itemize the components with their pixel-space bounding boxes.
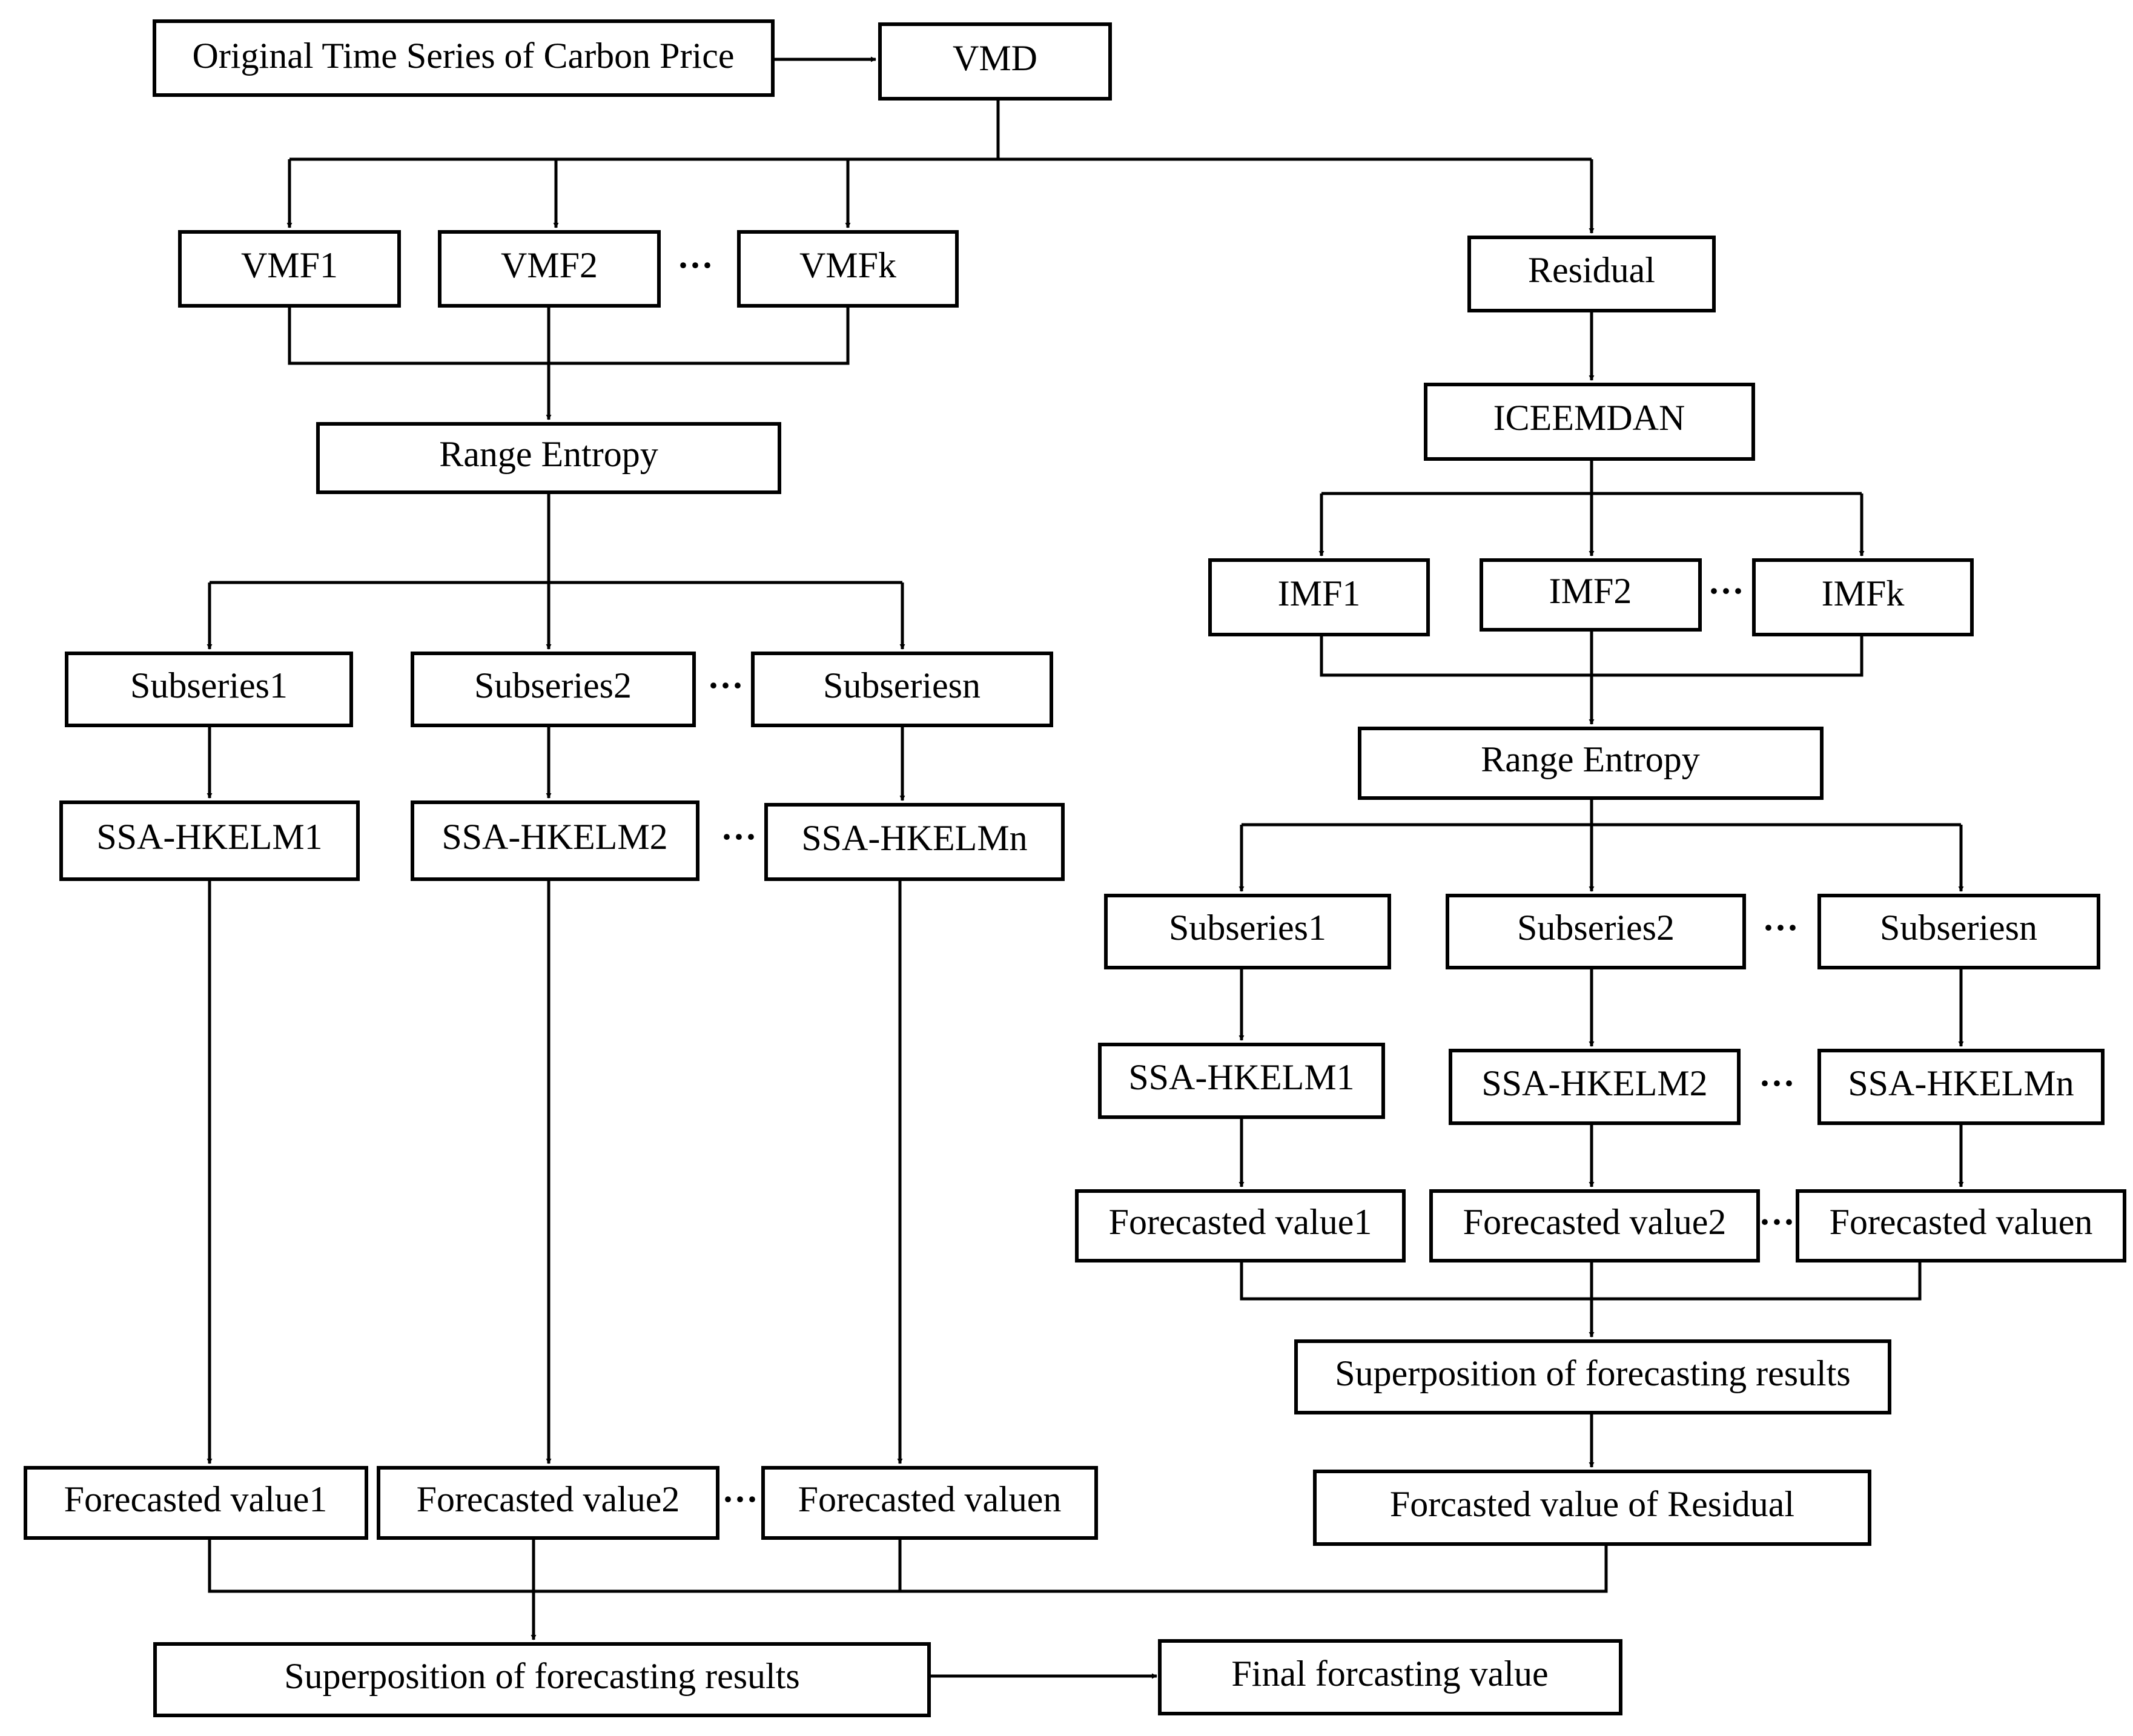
label-left-sub2: Subseries2 [474,665,632,705]
box-vmd [878,22,1112,101]
label-vmf1: VMF1 [241,245,338,285]
line-vmf-merge [288,306,850,365]
label-range-entropy-right: Range Entropy [1481,739,1700,779]
box-vmfk [737,230,959,308]
box-range-entropy-right [1358,727,1824,800]
label-imf2: IMF2 [1549,571,1632,611]
box-left-fv2 [377,1466,719,1540]
box-left-subn [751,652,1053,727]
label-residual: Residual [1528,250,1655,290]
label-left-ssan: SSA-HKELMn [801,818,1027,858]
box-final-value [1158,1639,1622,1715]
label-left-ssa2: SSA-HKELM2 [441,817,667,857]
label-right-fv1: Forecasted value1 [1109,1202,1372,1242]
box-left-sub1 [65,652,353,727]
box-left-ssa1 [59,800,360,881]
box-right-sub2 [1446,894,1746,969]
box-left-sub2 [411,652,696,727]
box-vmf2 [438,230,661,308]
label-range-entropy-left: Range Entropy [439,434,658,474]
box-final-superposition [153,1642,931,1717]
ellipsis-right-fv: ··· [1759,1202,1795,1242]
box-left-ssan [764,803,1065,881]
box-right-fv1 [1075,1189,1406,1262]
ellipsis-imf: ··· [1708,571,1744,611]
box-right-subn [1817,894,2100,969]
label-right-ssan: SSA-HKELMn [1848,1063,2074,1103]
box-right-ssa2 [1449,1049,1741,1125]
box-iceemdan [1424,383,1755,461]
ellipsis-left-ssa: ··· [721,817,757,857]
box-left-ssa2 [411,800,699,881]
box-residual [1467,236,1716,312]
box-imf1 [1208,558,1430,636]
label-vmfk: VMFk [799,245,896,285]
box-right-fv2 [1429,1189,1760,1262]
label-left-fv1: Forecasted value1 [64,1479,328,1519]
label-left-fvn: Forecasted valuen [798,1479,1062,1519]
box-right-ssan [1817,1049,2105,1125]
ellipsis-left-sub: ··· [707,665,744,705]
label-right-fv2: Forecasted value2 [1463,1202,1727,1242]
label-final-superposition: Superposition of forecasting results [284,1656,800,1696]
label-right-superposition: Superposition of forecasting results [1335,1353,1851,1393]
label-right-sub1: Subseries1 [1169,908,1326,948]
label-original: Original Time Series of Carbon Price [193,36,735,76]
label-right-sub2: Subseries2 [1517,908,1675,948]
label-final-value: Final forcasting value [1231,1654,1548,1694]
box-imf2 [1480,558,1702,632]
label-left-fv2: Forecasted value2 [417,1479,680,1519]
ellipsis-right-sub: ··· [1762,908,1799,948]
ellipsis-left-fv: ··· [722,1479,758,1519]
line-right-fv-merge [1240,1261,1922,1301]
line-final-merge [208,1538,1608,1593]
ellipsis-right-ssa: ··· [1759,1063,1795,1103]
label-right-ssa2: SSA-HKELM2 [1481,1063,1707,1103]
label-right-fvn: Forecasted valuen [1830,1202,2093,1242]
label-imf1: IMF1 [1278,573,1361,613]
box-imfk [1752,558,1974,636]
label-residual-forecast: Forcasted value of Residual [1390,1484,1794,1524]
nodes: Original Time Series of Carbon Price VMD… [24,19,2126,1717]
label-left-subn: Subseriesn [823,665,981,705]
box-residual-forecast [1313,1470,1871,1546]
label-vmd: VMD [953,38,1037,78]
ellipsis-vmf: ··· [677,245,713,285]
box-right-ssa1 [1098,1043,1385,1119]
label-right-subn: Subseriesn [1880,908,2037,948]
label-left-ssa1: SSA-HKELM1 [96,817,322,857]
box-vmf1 [178,230,401,308]
label-right-ssa1: SSA-HKELM1 [1128,1057,1354,1097]
label-vmf2: VMF2 [501,245,598,285]
box-left-fv1 [24,1466,368,1540]
label-imfk: IMFk [1822,573,1905,613]
label-left-sub1: Subseries1 [130,665,288,705]
box-original [153,19,775,97]
box-range-entropy-left [316,422,781,494]
connectors [207,56,1964,1679]
box-right-fvn [1796,1189,2126,1262]
label-iceemdan: ICEEMDAN [1493,398,1685,438]
box-right-sub1 [1104,894,1391,969]
box-right-superposition [1294,1339,1891,1414]
box-left-fvn [761,1466,1098,1540]
